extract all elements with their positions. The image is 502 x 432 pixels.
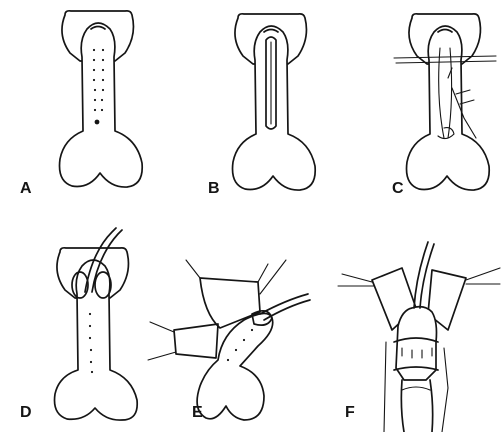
panel-b-drawing bbox=[218, 8, 348, 198]
panel-e-drawing bbox=[140, 250, 320, 430]
panel-a-label: A bbox=[20, 180, 32, 198]
panel-a bbox=[45, 5, 175, 195]
panel-f bbox=[332, 238, 502, 432]
panel-c bbox=[392, 8, 502, 198]
panel-d-label: D bbox=[20, 404, 32, 422]
panel-f-drawing bbox=[332, 238, 502, 432]
panel-f-label: F bbox=[345, 404, 355, 422]
panel-c-label: C bbox=[392, 180, 404, 198]
panel-a-drawing bbox=[45, 5, 175, 195]
panel-c-drawing bbox=[392, 8, 502, 198]
panel-e bbox=[140, 250, 320, 430]
panel-e-label: E bbox=[192, 404, 203, 422]
panel-b bbox=[218, 8, 348, 198]
panel-b-label: B bbox=[208, 180, 220, 198]
